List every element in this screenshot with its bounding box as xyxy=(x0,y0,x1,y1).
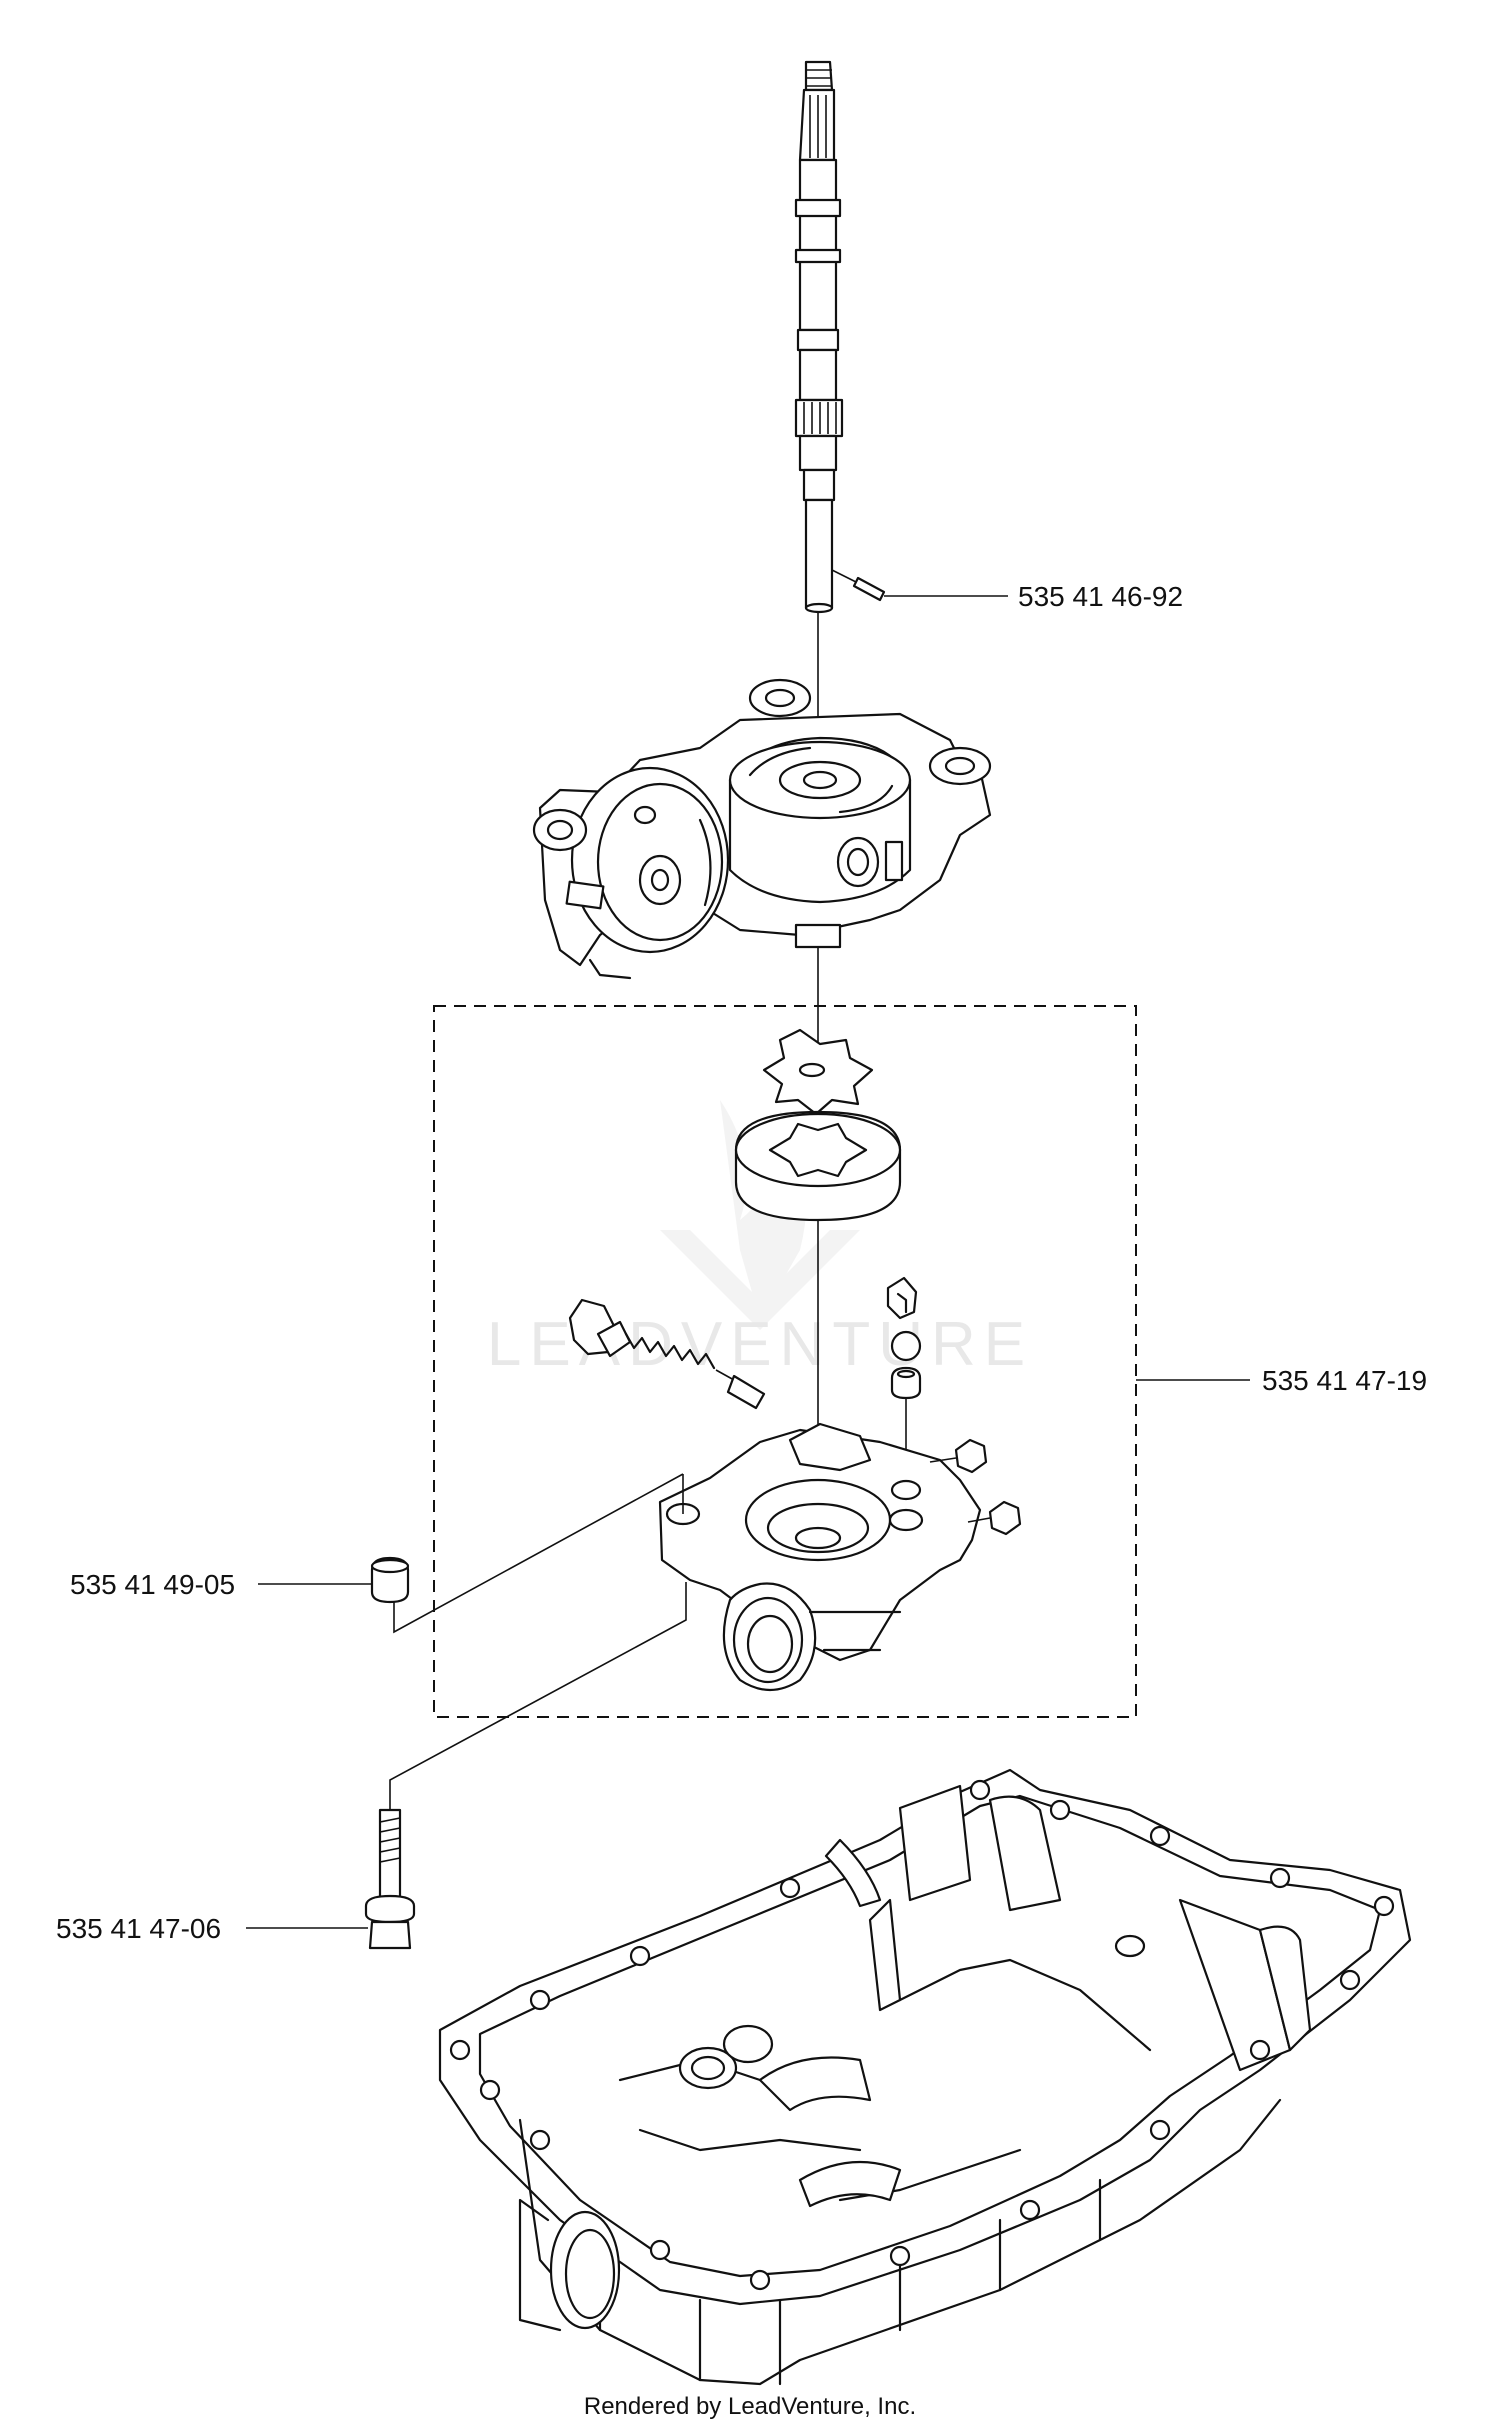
dowel-part xyxy=(370,1556,410,1604)
bolt-assembly-path xyxy=(389,1582,687,1810)
part-number-dowel: 535 41 49-05 xyxy=(70,1569,235,1600)
relief-valve-assembly xyxy=(568,1298,766,1410)
part-number-bolt: 535 41 47-06 xyxy=(56,1913,221,1944)
inner-rotor xyxy=(762,1028,874,1116)
outer-rotor-ring xyxy=(734,1110,902,1222)
pump-housing xyxy=(532,678,992,980)
part-number-pump-kit: 535 41 47-19 xyxy=(1262,1365,1427,1396)
dowel-assembly-path xyxy=(393,1473,684,1634)
pump-base xyxy=(658,1422,1022,1691)
watermark-text: LEADVENTURE xyxy=(487,1310,1033,1379)
sump-case xyxy=(438,1768,1412,2386)
shaft xyxy=(794,60,844,614)
footer-credit: Rendered by LeadVenture, Inc. xyxy=(583,2393,917,2420)
kit-dashed-box xyxy=(433,1005,1137,1718)
pin-part xyxy=(831,569,886,602)
bolt-part xyxy=(364,1808,416,1950)
part-number-pin: 535 41 46-92 xyxy=(1018,581,1183,612)
flange-bolt-holes xyxy=(449,1779,1395,2291)
